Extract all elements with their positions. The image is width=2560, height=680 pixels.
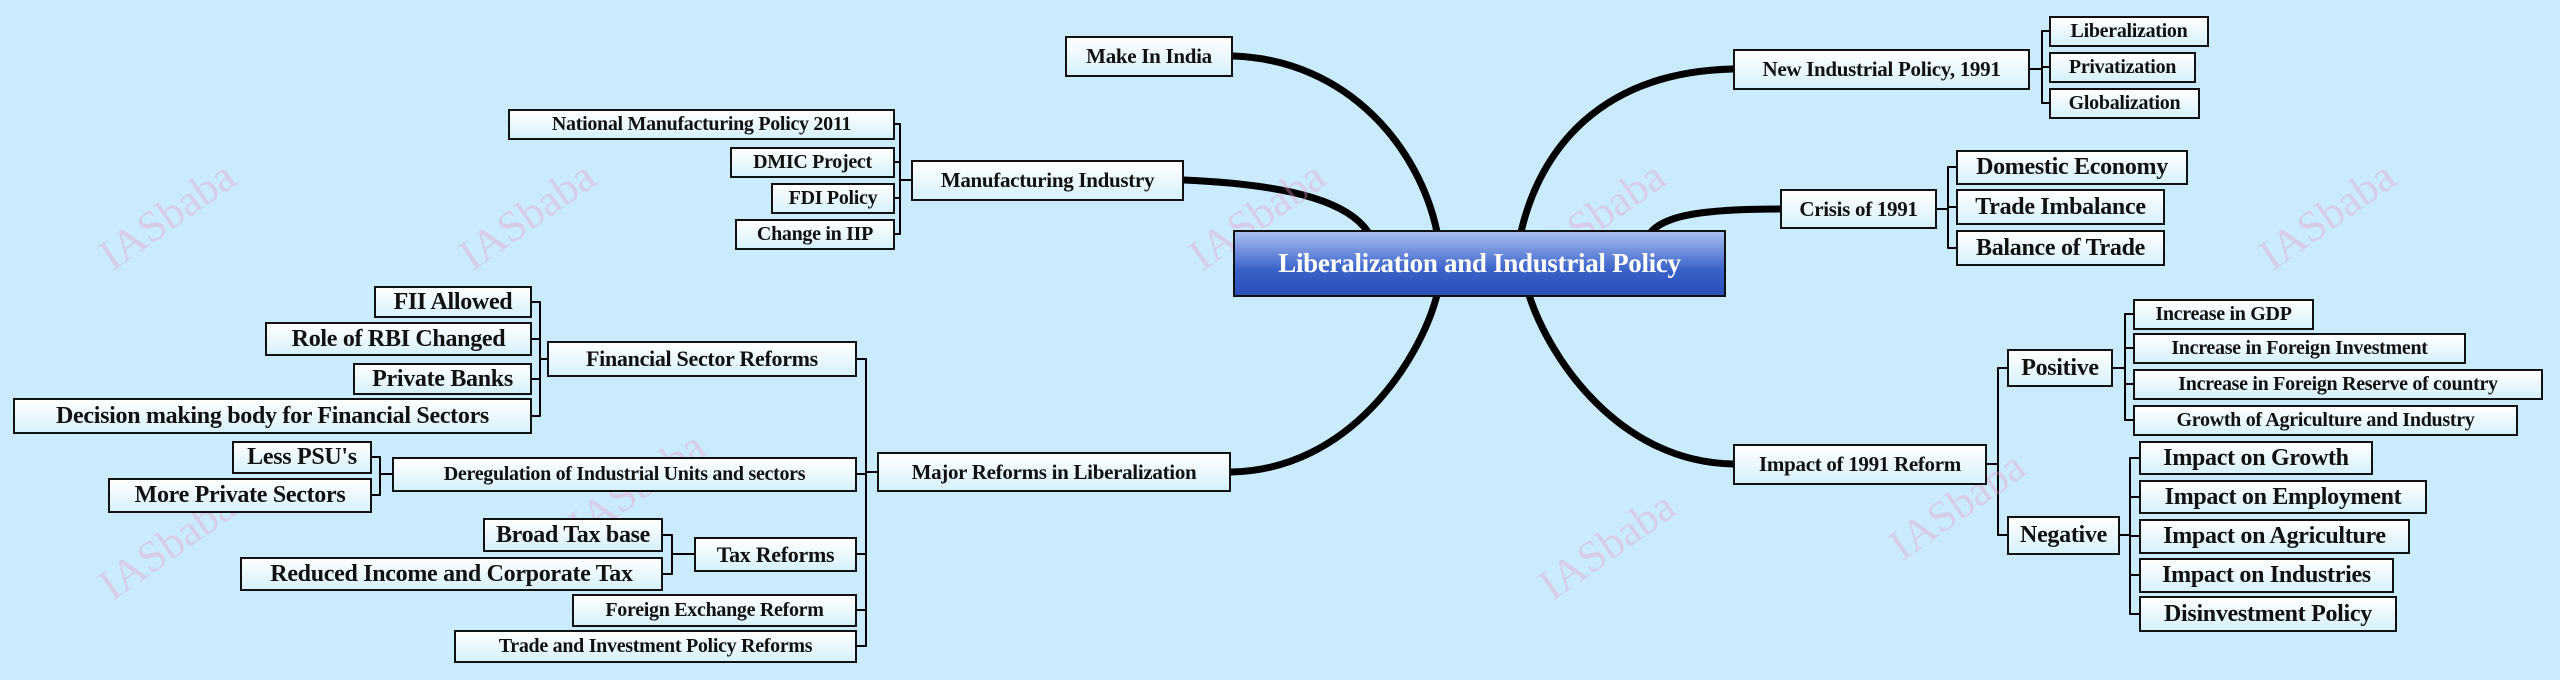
bracket-manufacturing [894, 123, 912, 235]
node-impact-employment[interactable]: Impact on Employment [2139, 480, 2427, 514]
bracket-negative [2119, 457, 2140, 615]
node-national-manufacturing-policy[interactable]: National Manufacturing Policy 2011 [508, 109, 895, 140]
node-make-in-india[interactable]: Make In India [1065, 36, 1233, 77]
node-new-industrial-policy[interactable]: New Industrial Policy, 1991 [1733, 49, 2030, 90]
branch-impact [1525, 291, 1737, 468]
node-manufacturing-industry[interactable]: Manufacturing Industry [911, 160, 1184, 201]
node-decision-making-body[interactable]: Decision making body for Financial Secto… [13, 398, 532, 434]
branch-make-in-india [1229, 52, 1441, 236]
bracket-impact [1986, 367, 2008, 536]
node-domestic-economy[interactable]: Domestic Economy [1956, 150, 2188, 185]
node-trade-investment-reforms[interactable]: Trade and Investment Policy Reforms [454, 630, 857, 663]
node-reduced-income-tax[interactable]: Reduced Income and Corporate Tax [240, 557, 663, 591]
node-foreign-exchange-reform[interactable]: Foreign Exchange Reform [572, 594, 857, 627]
node-broad-tax-base[interactable]: Broad Tax base [483, 518, 663, 552]
bracket-crisis [1936, 166, 1957, 249]
node-impact-agriculture[interactable]: Impact on Agriculture [2139, 519, 2410, 554]
branch-new-industrial-policy [1517, 65, 1737, 236]
node-increase-gdp[interactable]: Increase in GDP [2133, 299, 2314, 330]
node-major-reforms[interactable]: Major Reforms in Liberalization [877, 452, 1231, 492]
node-change-in-iip[interactable]: Change in IIP [735, 219, 895, 250]
bracket-financial [531, 301, 548, 417]
node-globalization[interactable]: Globalization [2049, 88, 2200, 119]
bracket-positive [2112, 313, 2134, 421]
node-negative[interactable]: Negative [2007, 516, 2120, 555]
bracket-new-policy [2029, 30, 2050, 104]
branch-manufacturing [1180, 176, 1372, 236]
node-financial-sector-reforms[interactable]: Financial Sector Reforms [547, 341, 857, 377]
node-crisis-of-1991[interactable]: Crisis of 1991 [1780, 189, 1937, 229]
node-role-of-rbi[interactable]: Role of RBI Changed [265, 322, 532, 356]
branch-crisis [1647, 205, 1784, 236]
bracket-deregulation [371, 456, 393, 496]
node-impact-growth[interactable]: Impact on Growth [2139, 441, 2373, 475]
node-more-private-sectors[interactable]: More Private Sectors [108, 478, 372, 513]
node-balance-of-trade[interactable]: Balance of Trade [1956, 230, 2165, 266]
node-less-psus[interactable]: Less PSU's [232, 441, 372, 474]
node-impact-industries[interactable]: Impact on Industries [2139, 558, 2394, 593]
node-increase-foreign-reserve[interactable]: Increase in Foreign Reserve of country [2133, 369, 2543, 400]
node-positive[interactable]: Positive [2007, 349, 2113, 387]
node-liberalization[interactable]: Liberalization [2049, 16, 2209, 47]
node-increase-foreign-investment[interactable]: Increase in Foreign Investment [2133, 333, 2466, 364]
bracket-major-reforms [856, 358, 878, 647]
branch-major-reforms [1227, 291, 1441, 476]
node-disinvestment-policy[interactable]: Disinvestment Policy [2139, 596, 2397, 632]
node-deregulation[interactable]: Deregulation of Industrial Units and sec… [392, 457, 857, 492]
node-fdi-policy[interactable]: FDI Policy [771, 183, 895, 214]
node-dmic-project[interactable]: DMIC Project [730, 147, 895, 178]
node-fii-allowed[interactable]: FII Allowed [374, 286, 532, 318]
node-impact-of-1991-reform[interactable]: Impact of 1991 Reform [1733, 444, 1987, 485]
node-tax-reforms[interactable]: Tax Reforms [694, 537, 857, 572]
node-trade-imbalance[interactable]: Trade Imbalance [1956, 189, 2165, 225]
node-growth-agri-industry[interactable]: Growth of Agriculture and Industry [2133, 405, 2518, 436]
node-privatization[interactable]: Privatization [2049, 52, 2196, 83]
bracket-tax [662, 534, 695, 575]
central-topic[interactable]: Liberalization and Industrial Policy [1233, 230, 1726, 297]
node-private-banks[interactable]: Private Banks [353, 363, 532, 395]
